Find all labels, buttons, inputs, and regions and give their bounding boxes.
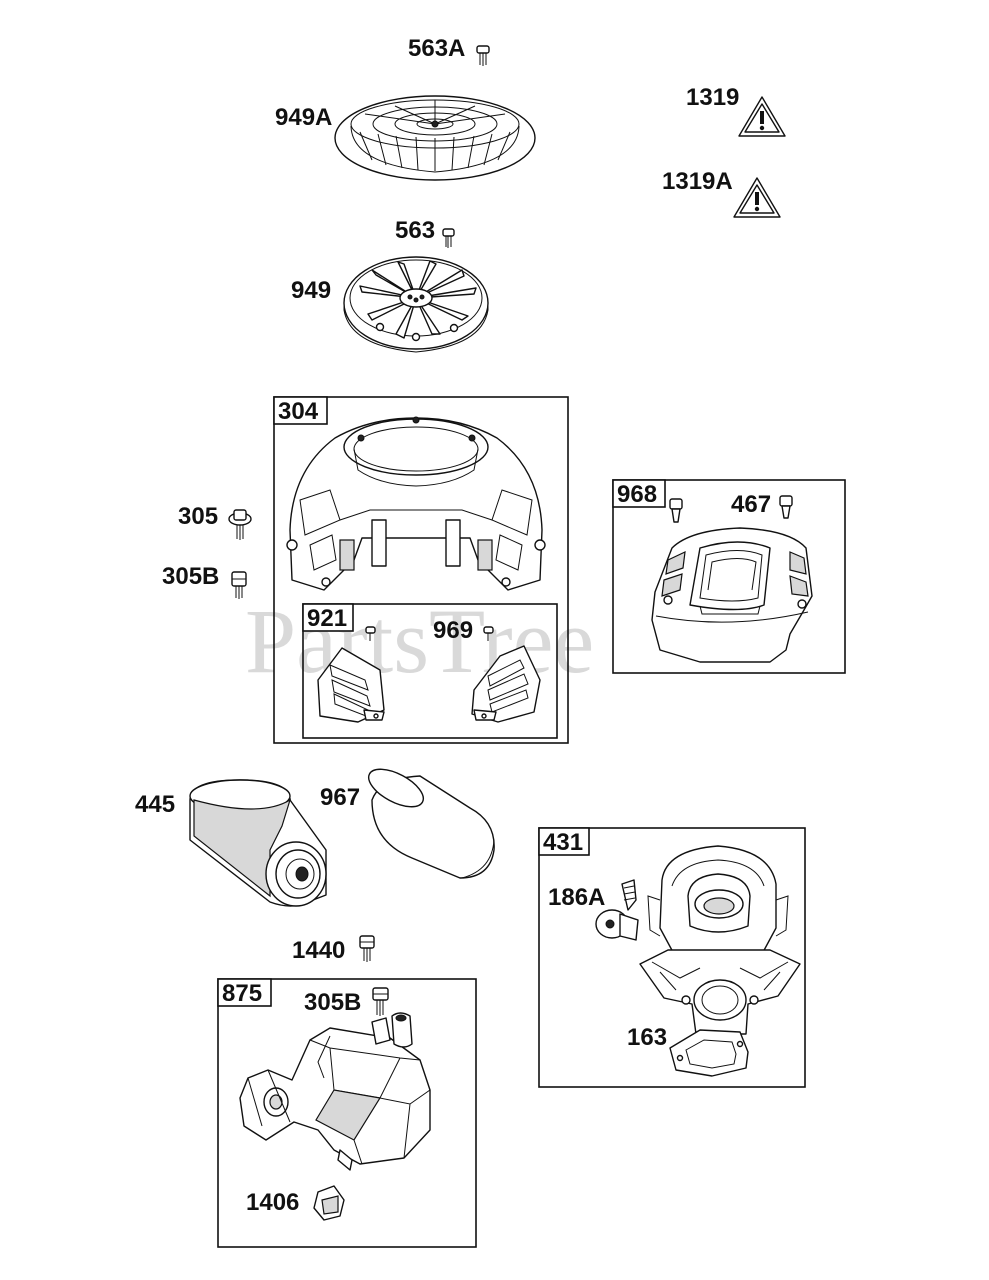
group-box-921 — [302, 603, 558, 739]
group-tag-304 — [273, 396, 328, 425]
part-163-gasket[interactable] — [669, 1029, 749, 1077]
part-563[interactable] — [442, 228, 455, 248]
group-box-875 — [217, 978, 477, 1248]
label-1319A[interactable]: 1319A — [662, 168, 733, 195]
part-305-bolt[interactable] — [228, 509, 252, 540]
label-949[interactable]: 949 — [291, 277, 331, 304]
label-305B[interactable]: 305B — [162, 563, 219, 590]
part-445-filter[interactable] — [189, 779, 327, 907]
part-305B-bolt[interactable] — [231, 571, 247, 599]
label-563A[interactable]: 563A — [408, 35, 465, 62]
part-968-air-cleaner-cover[interactable] — [651, 527, 813, 663]
part-969-screw-a[interactable] — [365, 626, 376, 641]
part-875-base[interactable] — [239, 1012, 431, 1171]
group-box-431 — [538, 827, 806, 1088]
part-467-fastener-b[interactable] — [779, 495, 793, 519]
group-tag-875 — [217, 978, 272, 1007]
label-445[interactable]: 445 — [135, 791, 175, 818]
group-tag-431 — [538, 827, 590, 856]
part-305B-bolt-875[interactable] — [372, 987, 389, 1016]
label-163[interactable]: 163 — [627, 1024, 667, 1051]
label-186A[interactable]: 186A — [548, 884, 605, 911]
part-467-fastener-a[interactable] — [669, 498, 683, 523]
part-431-air-cleaner-base[interactable] — [639, 845, 801, 1035]
label-563[interactable]: 563 — [395, 217, 435, 244]
group-tag-968 — [612, 479, 666, 508]
part-186A-fitting[interactable] — [595, 879, 639, 941]
label-305[interactable]: 305 — [178, 503, 218, 530]
part-1440-bolt[interactable] — [359, 935, 375, 962]
part-949[interactable] — [343, 256, 489, 353]
part-1406-clip[interactable] — [313, 1185, 345, 1221]
watermark: PartsTree — [245, 590, 594, 692]
label-949A[interactable]: 949A — [275, 104, 332, 131]
part-967-pre-cleaner[interactable] — [363, 762, 495, 879]
label-921[interactable]: 921 — [307, 605, 347, 632]
part-969-screw-b[interactable] — [483, 626, 494, 641]
warning-triangle-icon[interactable] — [738, 96, 786, 137]
part-304-blower-housing[interactable] — [286, 416, 546, 591]
group-box-304 — [273, 396, 569, 744]
group-tag-921 — [302, 603, 354, 632]
group-box-968 — [612, 479, 846, 674]
label-968[interactable]: 968 — [617, 481, 657, 508]
label-1440[interactable]: 1440 — [292, 937, 345, 964]
label-305B-875[interactable]: 305B — [304, 989, 361, 1016]
part-921-baffle-right[interactable] — [471, 645, 541, 723]
warning-triangle-icon[interactable] — [733, 177, 781, 218]
label-969[interactable]: 969 — [433, 617, 473, 644]
label-967[interactable]: 967 — [320, 784, 360, 811]
part-921-baffle-left[interactable] — [317, 647, 385, 723]
label-304[interactable]: 304 — [278, 398, 319, 425]
label-467[interactable]: 467 — [731, 491, 771, 518]
part-949A[interactable] — [334, 95, 536, 181]
label-875[interactable]: 875 — [222, 980, 262, 1007]
label-431[interactable]: 431 — [543, 829, 583, 856]
label-1406[interactable]: 1406 — [246, 1189, 299, 1216]
label-1319[interactable]: 1319 — [686, 84, 739, 111]
part-563A[interactable] — [476, 45, 490, 66]
